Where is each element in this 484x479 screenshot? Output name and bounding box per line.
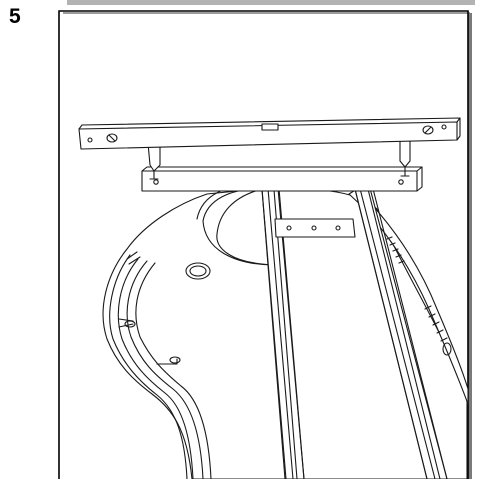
figure-frame <box>58 10 472 479</box>
step-number: 5 <box>9 5 21 28</box>
side-pipe <box>348 188 469 405</box>
frame-crossbar <box>141 166 423 192</box>
support-frame <box>260 176 448 479</box>
spirit-level <box>78 117 461 180</box>
instruction-figure <box>57 9 474 479</box>
header-bar <box>67 0 475 5</box>
